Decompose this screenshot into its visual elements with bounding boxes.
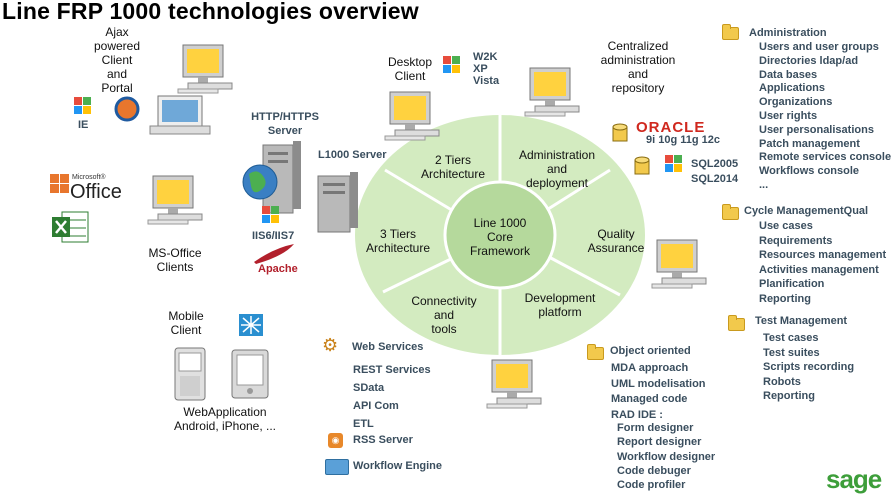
rad-ide-sublist: Form designer Report designer Workflow d… <box>617 422 716 492</box>
sage-logo: sage <box>826 464 882 494</box>
workflow-engine-label: Workflow Engine <box>353 460 443 472</box>
database-icon <box>612 123 628 142</box>
phone-icon <box>174 347 206 401</box>
windows-logo-icon <box>443 56 460 73</box>
divider-top-left <box>384 168 456 214</box>
page-title: Line FRP 1000 technologies overview <box>2 0 419 24</box>
computer-icon <box>147 175 203 225</box>
ie-label: IE <box>78 119 89 131</box>
globe-land <box>249 171 266 193</box>
computer-icon <box>177 44 233 94</box>
oracle-versions: 9i 10g 11g 12c <box>646 134 720 146</box>
administration-list: Users and user groups Directories ldap/a… <box>759 41 892 191</box>
core-circle <box>443 180 557 290</box>
phone-icon <box>231 349 269 399</box>
windows-logo-icon <box>74 97 91 114</box>
firefox-icon <box>114 96 140 122</box>
rss-server-label: RSS Server <box>353 434 413 446</box>
windows-logo-icon <box>665 155 682 172</box>
test-management-list: Test cases Test suites Scripts recording… <box>763 332 855 402</box>
cycle-folder-icon <box>722 204 739 220</box>
server-icon <box>262 141 301 214</box>
workflow-icon <box>325 459 349 475</box>
divider-top-right <box>544 168 611 213</box>
mobile-network-icon <box>239 314 263 336</box>
computer-icon <box>384 91 440 141</box>
database-icon <box>634 156 650 175</box>
excel-icon <box>52 211 89 243</box>
office-logo-small: Microsoft® <box>72 174 106 181</box>
gear-icon: ⚙ <box>322 335 339 355</box>
divider-bottom-right <box>548 255 621 297</box>
computer-icon <box>524 67 580 117</box>
server-icon <box>317 172 358 233</box>
oracle-logo: ORACLE <box>636 119 706 136</box>
office-logo-text: Office <box>70 181 122 203</box>
l1000-server-label: L1000 Server <box>318 149 387 161</box>
iis-label: IIS6/IIS7 <box>252 230 295 242</box>
object-folder-icon <box>587 344 604 360</box>
cycle-management-list: Use cases Requirements Resources managem… <box>759 220 887 305</box>
object-oriented-heading: Object oriented <box>610 345 691 357</box>
administration-heading: Administration <box>749 27 827 39</box>
web-services-list: REST Services SData API Com ETL <box>353 364 431 430</box>
rss-icon: ◉ <box>328 433 343 448</box>
test-folder-icon <box>728 315 745 331</box>
computer-icon <box>651 239 707 289</box>
object-oriented-list: MDA approach UML modelisation Managed co… <box>611 362 706 421</box>
apache-label: Apache <box>258 263 298 275</box>
laptop-icon <box>149 95 211 135</box>
windows-logo-icon <box>262 206 279 223</box>
apache-feather-icon <box>254 244 294 264</box>
web-services-heading: Web Services <box>352 341 424 353</box>
admin-folder-icon <box>722 24 739 40</box>
cycle-management-heading: Cycle ManagementQual <box>744 205 869 217</box>
divider-bottom-left <box>382 255 456 294</box>
office-logo-icon <box>50 174 69 193</box>
computer-icon <box>486 359 542 409</box>
test-management-heading: Test Management <box>755 315 848 327</box>
